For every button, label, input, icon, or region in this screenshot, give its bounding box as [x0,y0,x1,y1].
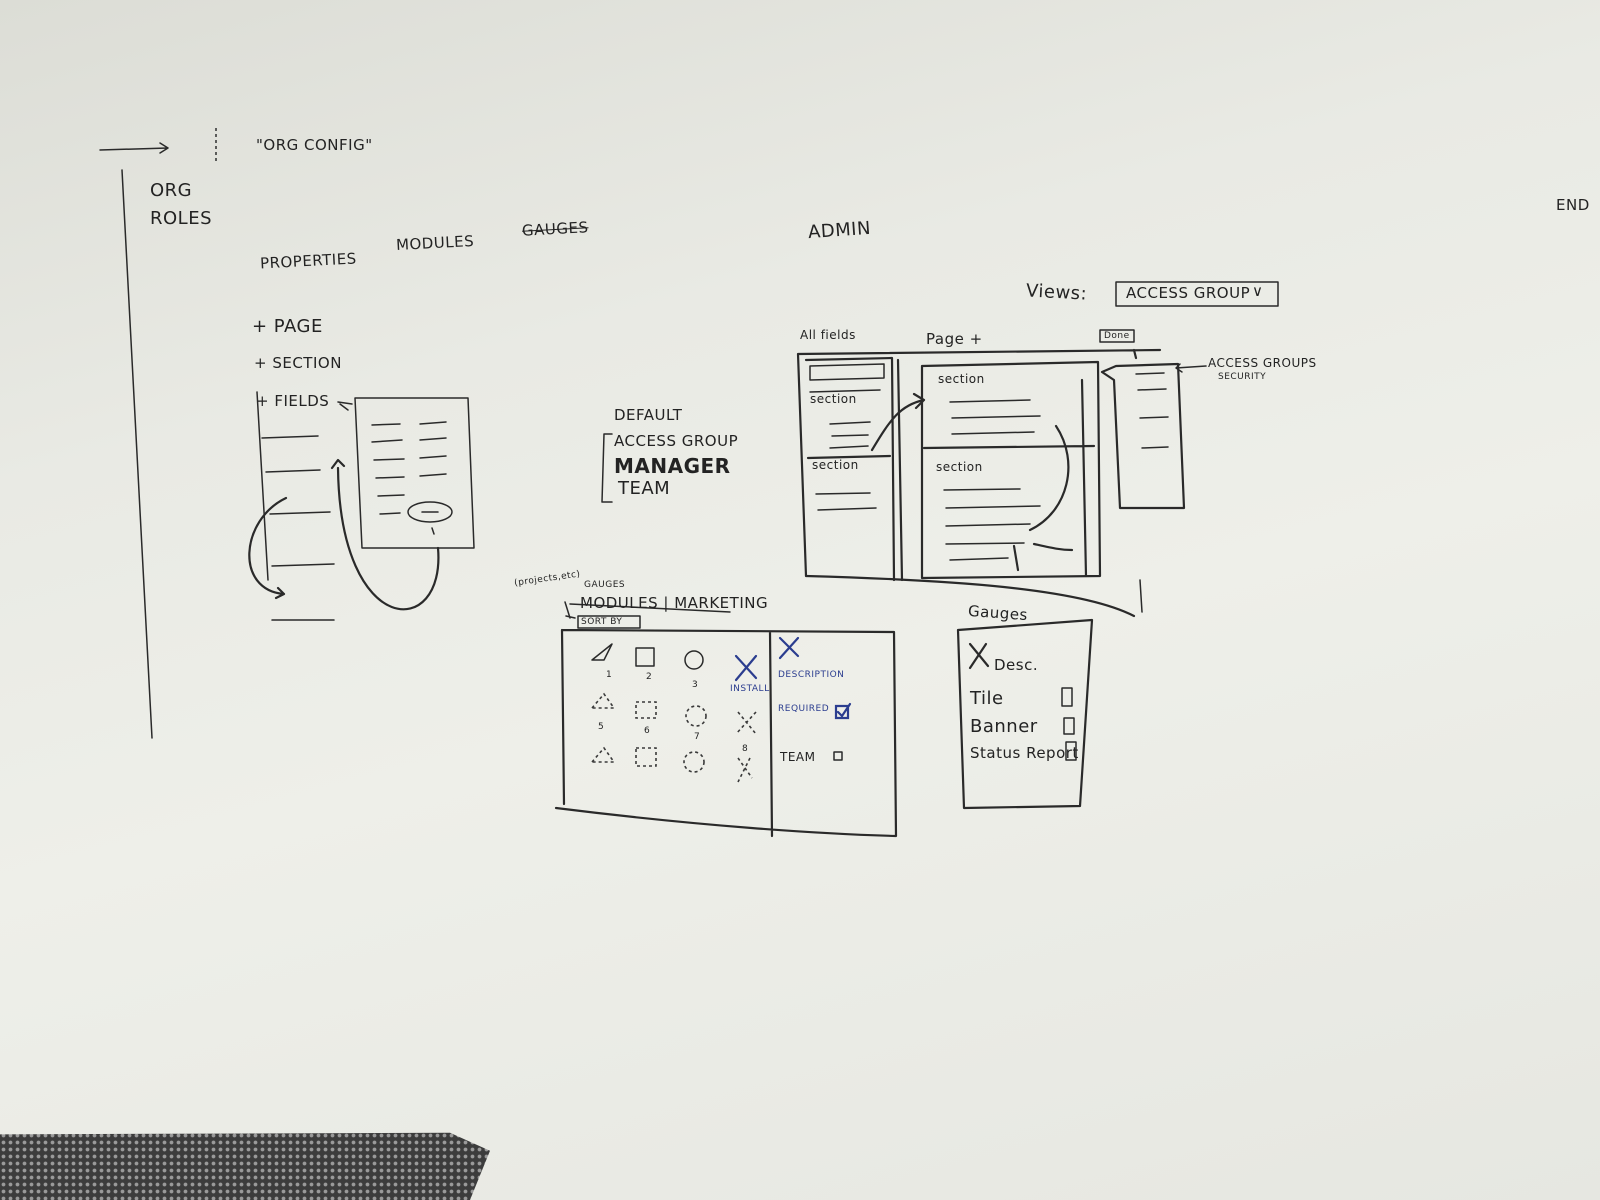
required-checkbox-label[interactable]: REQUIRED [778,704,830,714]
add-section-button[interactable]: + SECTION [254,354,342,372]
done-button[interactable]: Done [1104,331,1130,341]
views-select[interactable]: ACCESS GROUP [1126,284,1251,302]
default-item-access-group[interactable]: ACCESS GROUP [614,432,739,450]
add-fields-button[interactable]: + FIELDS [256,392,330,410]
left-rule [121,169,153,739]
section-label: section [936,460,983,474]
chevron-down-icon[interactable]: ∨ [1252,282,1264,300]
shape-number: 7 [694,732,701,742]
shape-number: 3 [692,680,699,690]
default-heading: DEFAULT [614,406,683,424]
modules-title: MODULES | MARKETING [580,594,769,612]
end-label: END [1556,196,1590,214]
arrow-right-icon [99,142,169,154]
team-checkbox-label[interactable]: TEAM [780,750,816,764]
description-field: DESCRIPTION [778,670,845,680]
shape-number: 5 [598,722,605,732]
views-label: Views: [1025,280,1088,305]
add-page-link[interactable]: Page + [926,330,983,348]
default-item-manager[interactable]: MANAGER [614,454,731,478]
modules-wireframe [554,601,898,838]
nav-item-roles[interactable]: ROLES [150,208,213,229]
shape-number: 8 [742,744,749,754]
access-groups-note: ACCESS GROUPS [1208,356,1317,370]
security-note: SECURITY [1218,372,1267,382]
shape-number: 1 [606,670,613,680]
section-label: section [810,392,857,406]
chair-backrest [0,1132,490,1200]
fields-mockup [248,391,475,621]
default-item-team[interactable]: TEAM [618,478,671,499]
section-label: section [938,372,985,386]
install-button[interactable]: INSTALL [730,684,770,694]
tab-gauges[interactable]: GAUGES [521,218,589,240]
shape-number: 2 [646,672,653,682]
option-banner[interactable]: Banner [970,716,1038,737]
gauges-wireframe [956,618,1094,810]
gauges-desc: Desc. [994,656,1039,674]
option-status-report[interactable]: Status Report [970,744,1079,762]
option-tile[interactable]: Tile [970,688,1004,709]
bracket [601,433,613,503]
sort-by-select[interactable]: SORT BY [581,617,623,627]
gauges-note: GAUGES [584,580,626,590]
all-fields-label: All fields [800,328,856,342]
nav-item-org[interactable]: ORG [150,180,193,201]
page-title: "ORG CONFIG" [256,136,373,154]
admin-wireframe [796,281,1279,618]
tab-admin[interactable]: ADMIN [807,217,872,244]
shape-number: 6 [644,726,651,736]
add-page-button[interactable]: + PAGE [252,316,323,337]
section-label: section [812,458,859,472]
